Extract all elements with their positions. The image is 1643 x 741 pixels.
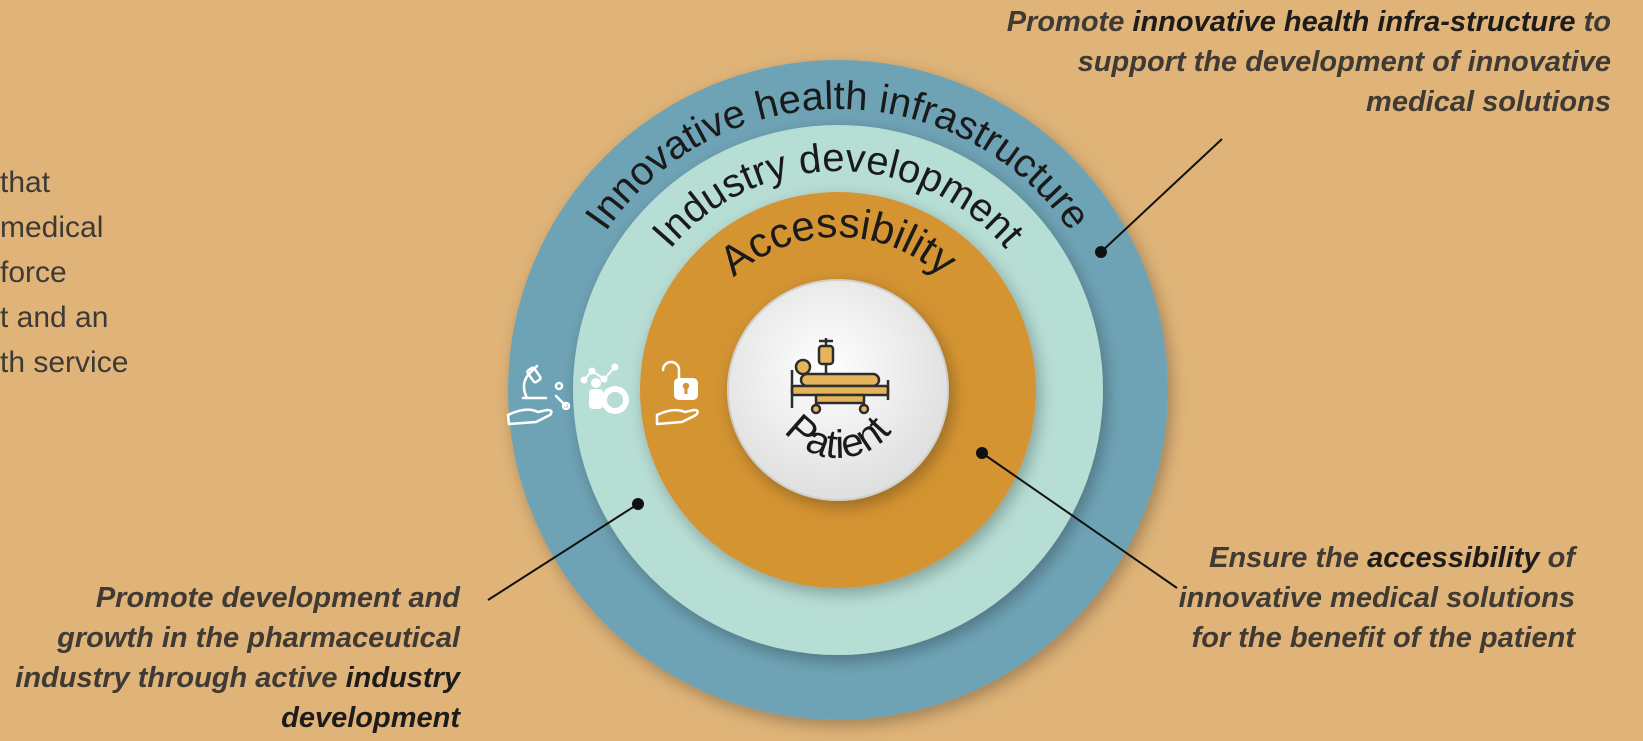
microscope-hand-icon: [506, 364, 571, 426]
access-pointer-dot: [976, 447, 988, 459]
patient-bed-icon: [790, 338, 890, 415]
callout-text: Promote development and growth in the ph…: [15, 582, 460, 694]
callout-text: of innovative medical solutions for the …: [1178, 542, 1575, 654]
left-text-line: that: [0, 166, 51, 199]
callout-text: Promote: [1006, 6, 1133, 38]
unlock-hand-icon: [655, 360, 699, 426]
callout-emphasis: accessibility: [1367, 542, 1540, 574]
left-text-line: force: [0, 256, 67, 289]
industry-pointer-dot: [632, 498, 644, 510]
infra-pointer-dot: [1095, 246, 1107, 258]
industry-pointer-line: [487, 503, 639, 601]
access-pointer-line: [981, 452, 1178, 589]
callout-text: to support the development of innovative…: [1077, 6, 1611, 118]
left-text-line: t and an: [0, 301, 109, 334]
infra-pointer-line: [1100, 138, 1223, 253]
callout-accessibility: Ensure the accessibility of innovative m…: [1155, 538, 1575, 658]
callout-infrastructure: Promote innovative health infra-structur…: [991, 2, 1611, 122]
callout-emphasis: innovative health infra-structure: [1132, 6, 1576, 38]
left-text-line: medical: [0, 211, 104, 244]
callout-emphasis: industry development: [281, 662, 460, 734]
left-text-fragment: that medical force t and an th service: [0, 160, 175, 385]
left-text-line: th service: [0, 346, 129, 379]
person-gear-icon: [580, 363, 629, 414]
callout-industry-development: Promote development and growth in the ph…: [10, 578, 460, 738]
callout-text: Ensure the: [1209, 542, 1368, 574]
